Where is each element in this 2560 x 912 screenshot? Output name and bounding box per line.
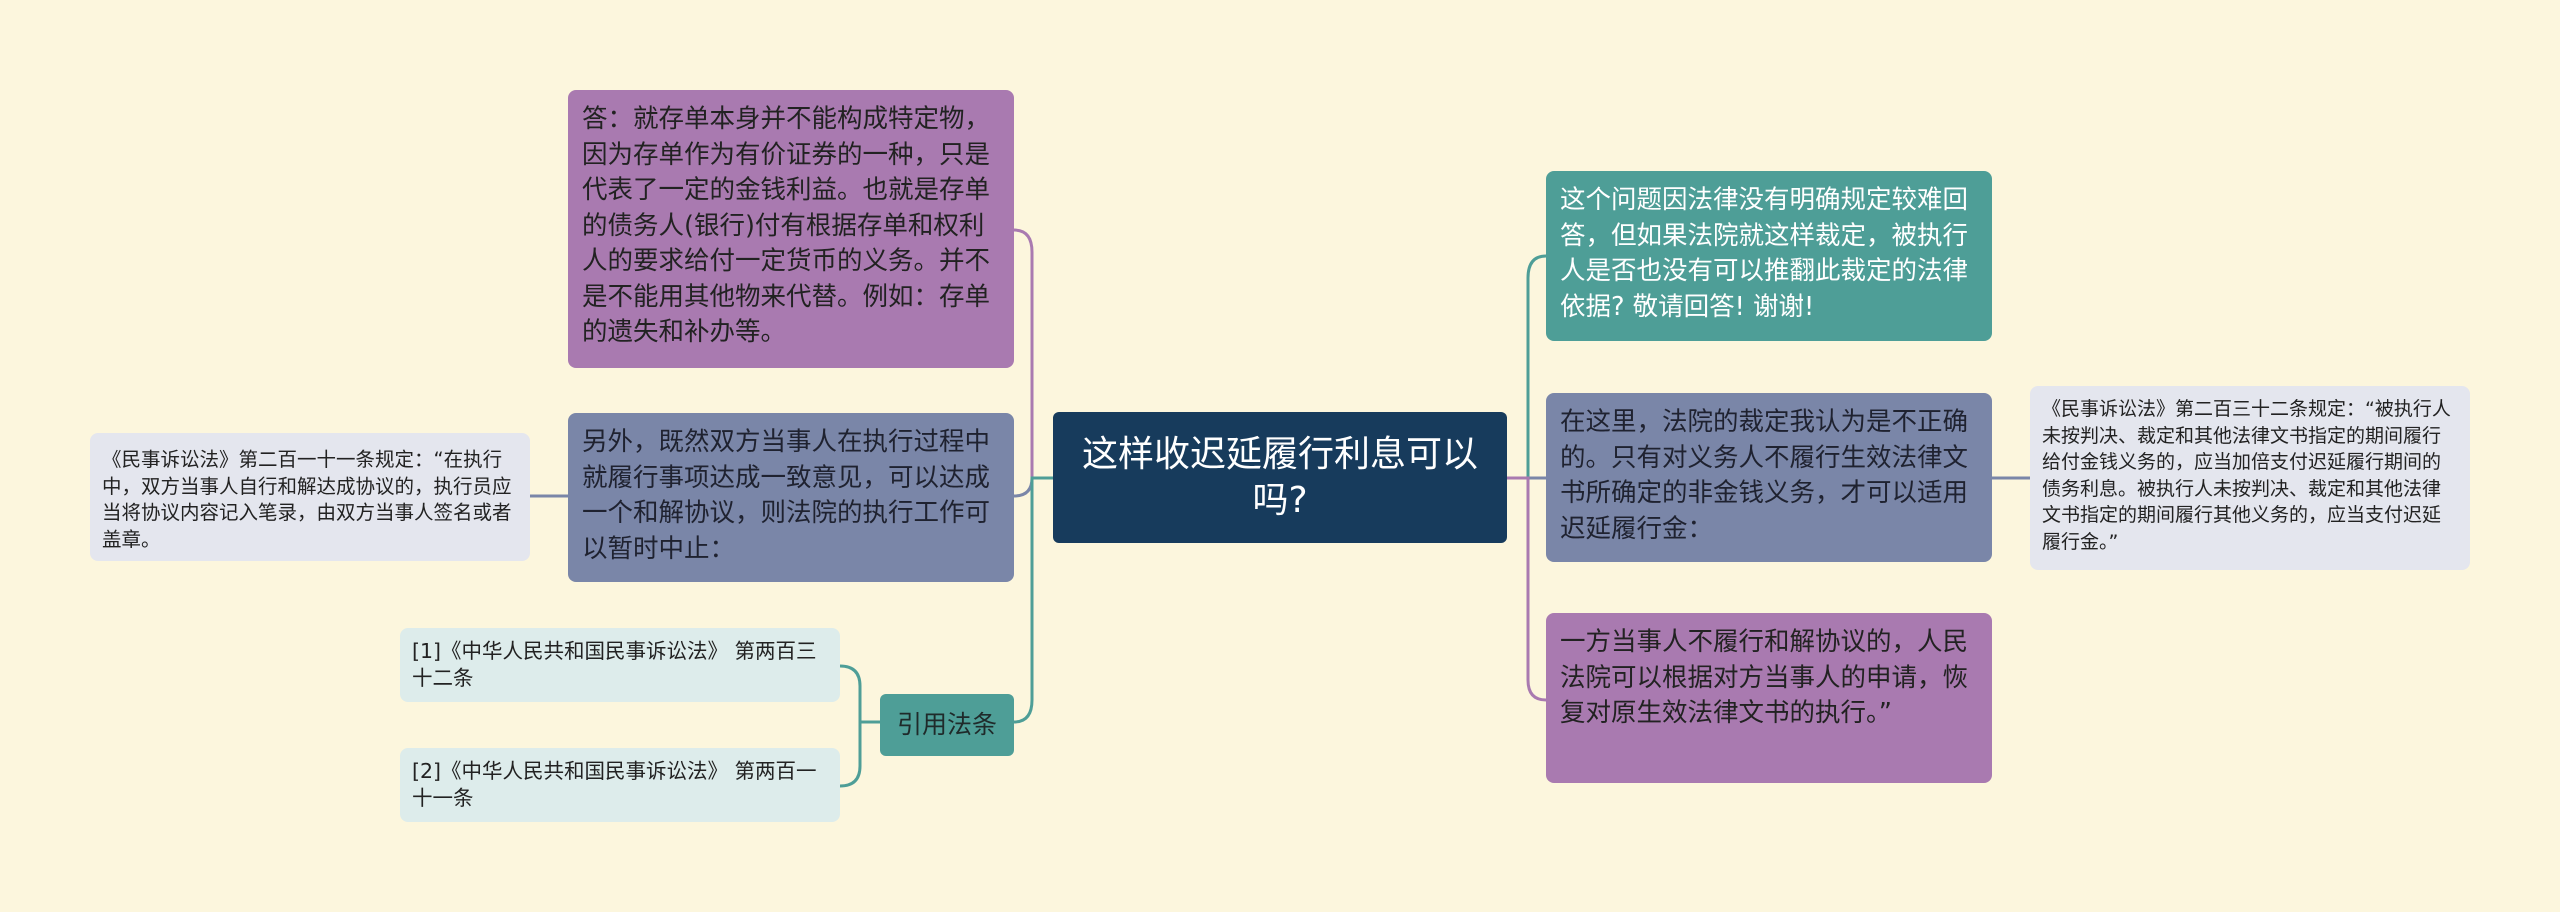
- resume-node[interactable]: 一方当事人不履行和解协议的，人民法院可以根据对方当事人的申请，恢复对原生效法律文…: [1546, 613, 1992, 783]
- citation-item-1[interactable]: [1]《中华人民共和国民事诉讼法》 第两百三十二条: [400, 628, 840, 702]
- connector-root-to-answer: [1012, 228, 1054, 480]
- settlement-note-text: 《民事诉讼法》第二百一十一条规定：“在执行中，双方当事人自行和解达成协议的，执行…: [102, 448, 512, 551]
- citations-tag-text: 引用法条: [896, 710, 997, 739]
- root-topic[interactable]: 这样收迟延履行利息可以吗?: [1053, 412, 1507, 543]
- opinion-text: 在这里，法院的裁定我认为是不正确的。只有对义务人不履行生效法律文书所确定的非金钱…: [1560, 407, 1969, 544]
- opinion-note-node[interactable]: 《民事诉讼法》第二百三十二条规定：“被执行人未按判决、裁定和其他法律文书指定的期…: [2030, 386, 2470, 570]
- question-text: 这个问题因法律没有明确规定较难回答，但如果法院就这样裁定，被执行人是否也没有可以…: [1560, 185, 1969, 322]
- connector-root-to-citations: [1012, 476, 1054, 724]
- answer-node[interactable]: 答：就存单本身并不能构成特定物，因为存单作为有价证券的一种，只是代表了一定的金钱…: [568, 90, 1014, 368]
- settlement-note-node[interactable]: 《民事诉讼法》第二百一十一条规定：“在执行中，双方当事人自行和解达成协议的，执行…: [90, 433, 530, 561]
- settlement-node[interactable]: 另外，既然双方当事人在执行过程中就履行事项达成一致意见，可以达成一个和解协议，则…: [568, 413, 1014, 582]
- citation-item-1-text: [1]《中华人民共和国民事诉讼法》 第两百三十二条: [412, 639, 817, 690]
- opinion-note-text: 《民事诉讼法》第二百三十二条规定：“被执行人未按判决、裁定和其他法律文书指定的期…: [2042, 398, 2451, 553]
- citation-item-2[interactable]: [2]《中华人民共和国民事诉讼法》 第两百一十一条: [400, 748, 840, 822]
- resume-text: 一方当事人不履行和解协议的，人民法院可以根据对方当事人的申请，恢复对原生效法律文…: [1560, 627, 1969, 728]
- settlement-text: 另外，既然双方当事人在执行过程中就履行事项达成一致意见，可以达成一个和解协议，则…: [582, 427, 991, 564]
- root-topic-text: 这样收迟延履行利息可以吗?: [1081, 433, 1478, 521]
- answer-text: 答：就存单本身并不能构成特定物，因为存单作为有价证券的一种，只是代表了一定的金钱…: [582, 104, 991, 347]
- connector-root-to-resume: [1506, 476, 1548, 702]
- connector-citations-to-item-1: [838, 664, 880, 724]
- connector-citations-to-item-2: [838, 720, 880, 788]
- question-node[interactable]: 这个问题因法律没有明确规定较难回答，但如果法院就这样裁定，被执行人是否也没有可以…: [1546, 171, 1992, 341]
- connector-root-to-question: [1506, 254, 1548, 480]
- citations-tag-node[interactable]: 引用法条: [880, 694, 1014, 756]
- opinion-node[interactable]: 在这里，法院的裁定我认为是不正确的。只有对义务人不履行生效法律文书所确定的非金钱…: [1546, 393, 1992, 562]
- citation-item-2-text: [2]《中华人民共和国民事诉讼法》 第两百一十一条: [412, 759, 817, 810]
